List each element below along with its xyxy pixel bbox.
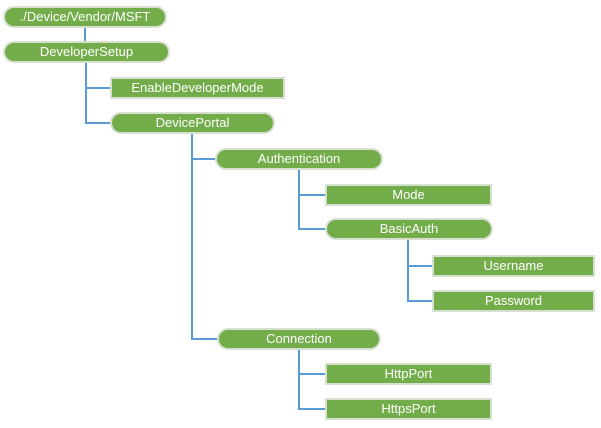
node-device-vendor-msft: ./Device/Vendor/MSFT bbox=[3, 6, 167, 28]
node-connection: Connection bbox=[217, 328, 381, 350]
connector-branch-username bbox=[407, 265, 432, 267]
node-basicauth: BasicAuth bbox=[325, 218, 493, 240]
connector-branch-basicauth bbox=[298, 228, 325, 230]
connector-branch-password bbox=[407, 300, 432, 302]
connector-branch-authentication bbox=[191, 158, 215, 160]
connector-trunk-deviceportal bbox=[191, 133, 193, 340]
connector-branch-httpsport bbox=[298, 408, 325, 410]
connector-trunk-authentication bbox=[298, 170, 300, 230]
connector-root-to-developersetup bbox=[84, 27, 86, 42]
connector-trunk-developersetup bbox=[85, 63, 87, 124]
node-mode: Mode bbox=[325, 184, 492, 206]
node-authentication: Authentication bbox=[215, 148, 383, 170]
node-httpport: HttpPort bbox=[325, 363, 492, 385]
node-password: Password bbox=[432, 290, 595, 312]
connector-branch-connection bbox=[191, 338, 217, 340]
node-deviceportal: DevicePortal bbox=[110, 112, 275, 134]
node-enabledevelopermode: EnableDeveloperMode bbox=[110, 77, 285, 99]
connector-branch-httpport bbox=[298, 373, 325, 375]
connector-branch-mode bbox=[298, 194, 325, 196]
node-httpsport: HttpsPort bbox=[325, 398, 492, 420]
node-username: Username bbox=[432, 255, 595, 277]
connector-branch-deviceportal bbox=[85, 122, 110, 124]
connector-trunk-basicauth bbox=[407, 240, 409, 302]
connector-trunk-connection bbox=[298, 350, 300, 410]
connector-branch-enabledevelopermode bbox=[85, 87, 110, 89]
node-developersetup: DeveloperSetup bbox=[3, 41, 170, 63]
